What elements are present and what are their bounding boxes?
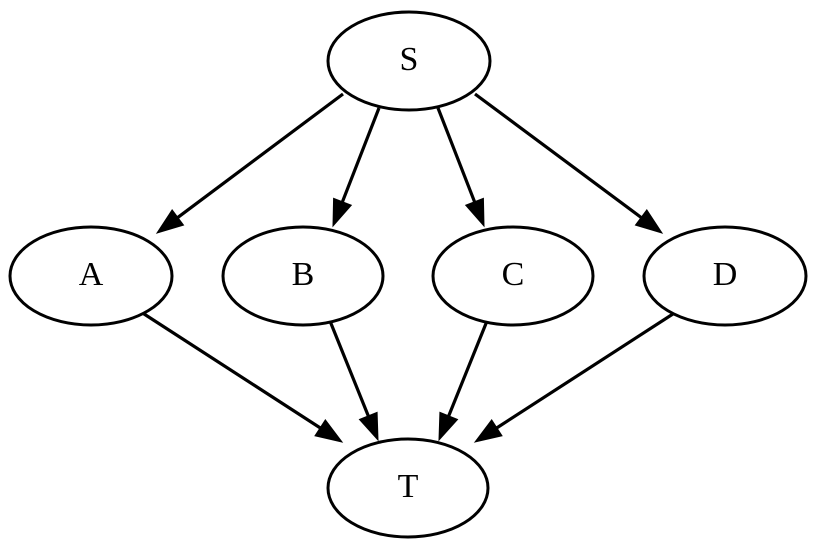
arrowhead-icon [438,411,459,442]
arrowhead-icon [473,419,503,443]
node-ellipse-t[interactable] [326,437,490,539]
edge-shaft [447,320,489,417]
node-ellipse-b[interactable] [221,225,385,327]
graph-edge-s-to-c [436,107,485,228]
graph-edge-a-to-t [140,310,344,443]
arrowhead-icon [634,208,664,234]
edge-layer [140,92,677,443]
graph-edge-s-to-d [474,92,664,234]
graph-edge-b-to-t [328,320,379,442]
graph-node-b[interactable]: B [221,225,385,327]
arrowhead-icon [332,197,353,228]
node-ellipse-c[interactable] [431,225,595,327]
graph-node-c[interactable]: C [431,225,595,327]
edge-shaft [436,107,477,203]
arrowhead-icon [314,419,344,443]
edge-shaft [340,107,381,203]
edge-shaft [495,310,677,430]
graph-edge-c-to-t [438,320,489,442]
graph-node-t[interactable]: T [326,437,490,539]
graph-edge-d-to-t [473,310,677,443]
graph-node-a[interactable]: A [8,225,174,327]
node-ellipse-s[interactable] [326,10,492,112]
edge-shaft [328,320,370,417]
edge-shaft [140,310,322,430]
arrowhead-icon [155,208,185,234]
graph-node-s[interactable]: S [326,10,492,112]
arrowhead-icon [464,197,485,228]
graph-node-d[interactable]: D [642,225,808,327]
arrowhead-icon [358,411,379,442]
graph-edge-s-to-b [332,107,381,228]
edge-shaft [474,92,643,219]
edge-shaft [176,92,344,219]
node-ellipse-d[interactable] [642,225,808,327]
graph-edge-s-to-a [155,92,344,234]
node-ellipse-a[interactable] [8,225,174,327]
